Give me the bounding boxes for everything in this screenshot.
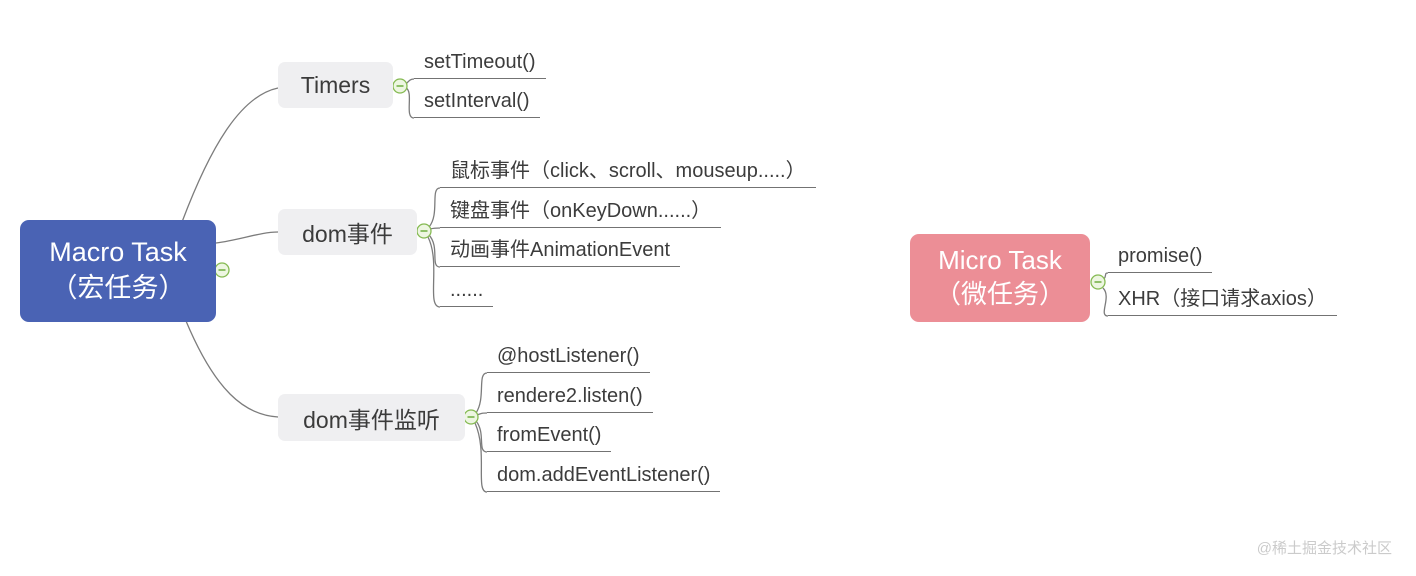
connector-macro-dom-events bbox=[215, 231, 279, 244]
collapse-icon-macro[interactable] bbox=[214, 262, 230, 278]
connector-timers-settimeout bbox=[405, 78, 415, 85]
macro-task-title: Macro Task bbox=[49, 237, 187, 268]
node-macro-task[interactable]: Macro Task （宏任务） bbox=[20, 220, 216, 322]
connector-timers-setinterval bbox=[405, 87, 415, 119]
leaf-addeventlistener[interactable]: dom.addEventListener() bbox=[487, 463, 721, 492]
node-dom-event-listeners[interactable]: dom事件监听 bbox=[278, 394, 465, 441]
micro-task-subtitle: （微任务） bbox=[934, 279, 1065, 309]
leaf-ellipsis[interactable]: ...... bbox=[440, 278, 494, 307]
leaf-animation-event[interactable]: 动画事件AnimationEvent bbox=[440, 238, 681, 267]
leaf-setinterval[interactable]: setInterval() bbox=[414, 89, 540, 118]
micro-task-title: Micro Task bbox=[938, 245, 1062, 276]
connector-micro-xhr bbox=[1102, 287, 1109, 317]
macro-task-subtitle: （宏任务） bbox=[50, 273, 186, 303]
leaf-promise[interactable]: promise() bbox=[1108, 244, 1213, 273]
collapse-icon-micro[interactable] bbox=[1090, 274, 1106, 290]
dom-events-label: dom事件 bbox=[302, 221, 393, 247]
node-micro-task[interactable]: Micro Task （微任务） bbox=[910, 234, 1090, 322]
leaf-mouse-events[interactable]: 鼠标事件（click、scroll、mouseup.....） bbox=[440, 159, 816, 188]
leaf-hostlistener[interactable]: @hostListener() bbox=[487, 344, 650, 373]
leaf-fromevent[interactable]: fromEvent() bbox=[487, 423, 612, 452]
connector-listen-hostlistener bbox=[475, 372, 488, 414]
watermark: @稀土掘金技术社区 bbox=[1256, 540, 1392, 557]
connector-dom-mouse bbox=[428, 187, 441, 228]
connector-dom-animation bbox=[428, 234, 441, 268]
connector-dom-keyboard bbox=[429, 227, 441, 230]
node-dom-events[interactable]: dom事件 bbox=[278, 209, 417, 255]
collapse-icon-dom-events[interactable] bbox=[416, 223, 432, 239]
connector-micro-promise bbox=[1103, 272, 1109, 280]
connector-listen-rendere2 bbox=[476, 412, 488, 416]
dom-event-listeners-label: dom事件监听 bbox=[303, 406, 440, 433]
leaf-xhr[interactable]: XHR（接口请求axios） bbox=[1108, 287, 1337, 316]
leaf-keyboard-events[interactable]: 键盘事件（onKeyDown......） bbox=[440, 199, 722, 228]
connector-macro-timers bbox=[181, 87, 279, 223]
connector-listen-addeventlistener bbox=[474, 422, 488, 493]
collapse-icon-timers[interactable] bbox=[392, 78, 408, 94]
connector-listen-fromevent bbox=[475, 420, 488, 453]
connector-dom-ellipsis bbox=[427, 236, 441, 308]
connector-macro-dom-listeners bbox=[185, 320, 279, 418]
node-timers[interactable]: Timers bbox=[278, 62, 393, 108]
leaf-settimeout[interactable]: setTimeout() bbox=[414, 50, 546, 79]
collapse-icon-dom-event-listeners[interactable] bbox=[463, 409, 479, 425]
leaf-rendere2-listen[interactable]: rendere2.listen() bbox=[487, 384, 653, 413]
timers-label: Timers bbox=[300, 71, 371, 98]
